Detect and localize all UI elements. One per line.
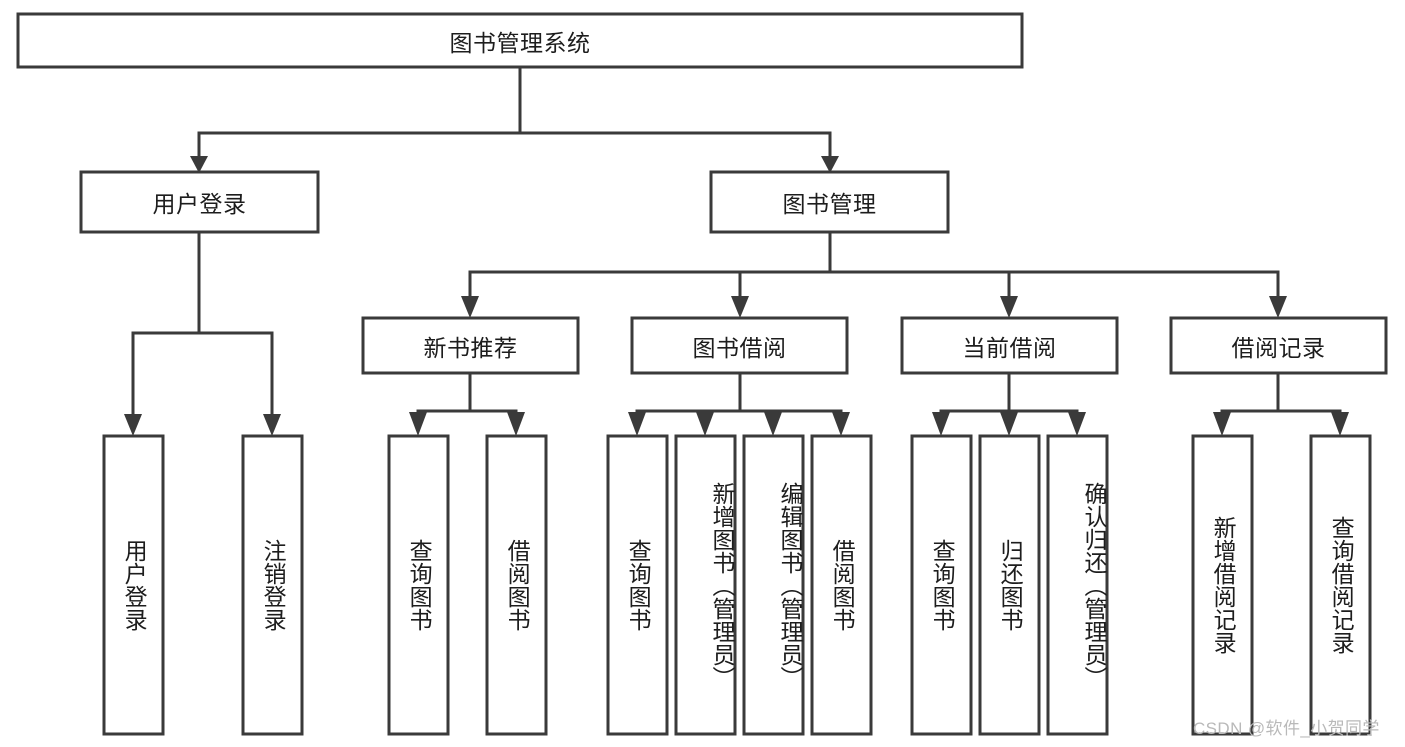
node-box-leaf-4[interactable]: [606, 434, 669, 736]
connector-book-mgmt-to-level3: [461, 230, 1287, 318]
connector-root-to-level2: [190, 65, 839, 173]
node-box-borrow-record[interactable]: [1169, 316, 1388, 375]
node-box-leaf-1[interactable]: [241, 434, 304, 736]
connector-current-to-leaves: [932, 371, 1086, 436]
node-box-user-login[interactable]: [79, 170, 320, 234]
node-box-leaf-8[interactable]: [910, 434, 973, 736]
node-box-leaf-3[interactable]: [485, 434, 548, 736]
connector-user-login-to-leaves: [124, 230, 281, 436]
watermark-text: CSDN @软件_小贺同学: [1193, 719, 1380, 738]
node-box-leaf-0[interactable]: [102, 434, 165, 736]
node-box-leaf-9[interactable]: [978, 434, 1041, 736]
node-box-new-book-recommend[interactable]: [361, 316, 580, 375]
node-box-leaf-5[interactable]: [674, 434, 737, 736]
node-box-leaf-10[interactable]: [1046, 434, 1109, 736]
node-box-leaf-6[interactable]: [742, 434, 805, 736]
connector-newbook-to-leaves: [409, 371, 525, 436]
node-box-leaf-2[interactable]: [387, 434, 450, 736]
node-box-leaf-7[interactable]: [810, 434, 873, 736]
node-box-current-borrow[interactable]: [900, 316, 1119, 375]
node-box-leaf-12[interactable]: [1309, 434, 1372, 736]
node-box-book-management[interactable]: [709, 170, 950, 234]
node-box-leaf-11[interactable]: [1191, 434, 1254, 736]
connector-borrow-to-leaves: [628, 371, 850, 436]
node-box-root[interactable]: [16, 12, 1024, 69]
connector-record-to-leaves: [1213, 371, 1349, 436]
node-box-book-borrow[interactable]: [630, 316, 849, 375]
